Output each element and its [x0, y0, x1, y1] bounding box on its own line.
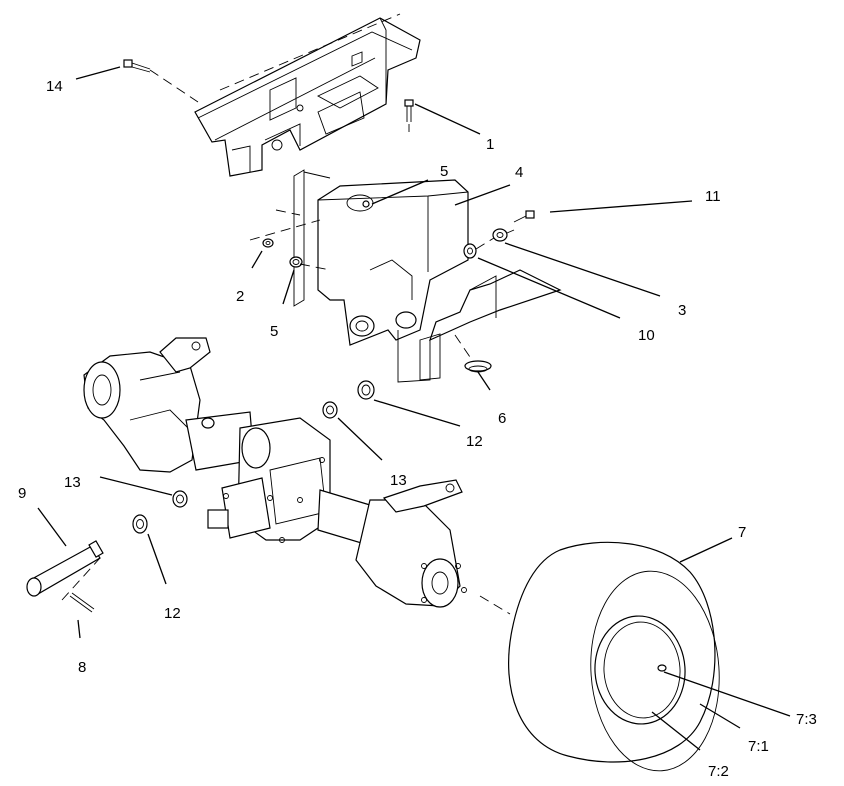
leader-lines: [37, 66, 791, 751]
callout-7-1: 7:1: [748, 738, 769, 755]
frame-bracket: [194, 17, 421, 177]
axle-support-bracket: [293, 169, 469, 383]
callout-5-lower: 5: [270, 323, 278, 340]
callout-6: 6: [498, 410, 506, 427]
side-plate: [419, 269, 562, 381]
washer-12-upper: [357, 380, 375, 400]
callout-3: 3: [678, 302, 686, 319]
nut-3: [492, 228, 508, 242]
cotter-pin-8: [69, 592, 95, 613]
washer-13-upper: [322, 401, 338, 419]
callout-4: 4: [515, 164, 523, 181]
callout-13-left: 13: [64, 474, 81, 491]
pivot-pin-9: [26, 540, 104, 597]
callout-5-upper: 5: [440, 163, 448, 180]
callout-12-upper: 12: [466, 433, 483, 450]
washer-10: [463, 243, 477, 259]
bolt-14: [123, 59, 151, 73]
callout-8: 8: [78, 659, 86, 676]
washer-2: [262, 238, 274, 248]
bolt-11: [513, 210, 535, 223]
callout-10: 10: [638, 327, 655, 344]
axle-assembly: [83, 337, 467, 608]
callout-7-3: 7:3: [796, 711, 817, 728]
washer-13-lower: [172, 490, 188, 508]
wheel-tire-7: [508, 541, 720, 772]
callout-1: 1: [486, 136, 494, 153]
bolt-1: [404, 99, 414, 122]
callout-12-lower: 12: [164, 605, 181, 622]
callout-11: 11: [705, 188, 721, 205]
nut-5-lower: [289, 256, 303, 268]
washer-12-lower: [132, 514, 148, 534]
callout-14: 14: [46, 78, 63, 95]
callout-7-2: 7:2: [708, 763, 729, 780]
clip-6: [464, 360, 492, 373]
callout-9: 9: [18, 485, 26, 502]
callout-2: 2: [236, 288, 244, 305]
callout-7: 7: [738, 524, 746, 541]
callout-13-right: 13: [390, 472, 407, 489]
